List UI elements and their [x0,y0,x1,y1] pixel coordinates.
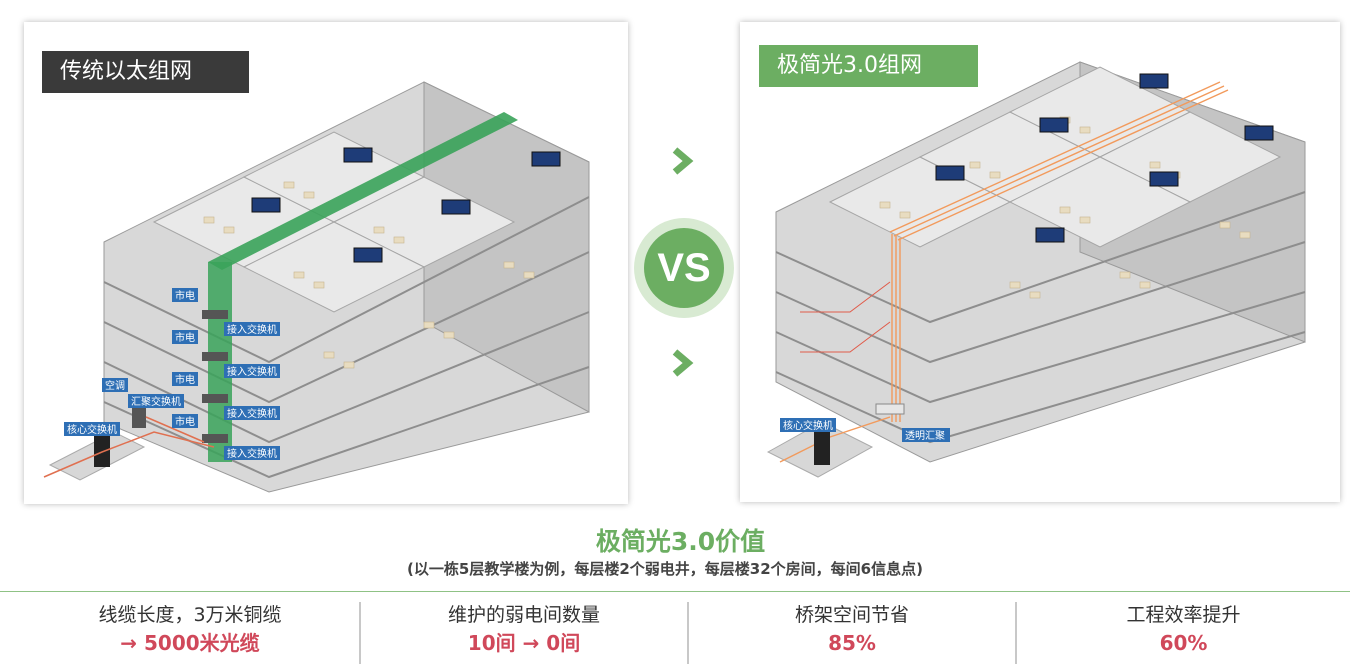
vs-badge: VS [634,218,734,318]
fiber-network-title: 极简光3.0组网 [759,45,978,87]
mains-power-label-4: 市电 [175,415,195,428]
value-title: 极简光3.0价值 [595,527,766,556]
fiber-building-illustration: 核心交换机 透明汇聚 [766,61,1306,478]
metric-separator [359,602,361,664]
access-switch-label-2: 接入交换机 [227,365,277,378]
metric-label: 工程效率提升 [1126,604,1241,626]
value-note: (以一栋5层教学楼为例，每层楼2个弱电井，每层楼32个房间，每间6信息点) [407,560,923,578]
vs-label: VS [644,228,724,308]
aggregation-switch-label: 汇聚交换机 [131,395,181,408]
fiber-network-panel: 核心交换机 透明汇聚 极简光3.0组网 [740,22,1340,502]
divider [0,591,1350,592]
chevron-right-icon [672,349,694,377]
ac-power-label: 空调 [105,379,125,392]
mains-power-label-2: 市电 [175,331,195,344]
metric-value: 10间 → 0间 [467,631,581,655]
metric-value: 60% [1159,631,1208,655]
mains-power-label-1: 市电 [175,289,195,302]
traditional-network-title: 传统以太组网 [42,51,249,93]
metric-engineering-efficiency: 工程效率提升 60% [1016,602,1351,664]
traditional-building-illustration: 市电 接入交换机 市电 接入交换机 市电 接入交换机 市电 接入交换机 空调 汇… [43,81,590,493]
metric-value: 85% [828,631,876,655]
metric-cable-length: 线缆长度，3万米铜缆 → 5000米光缆 [20,602,360,664]
transparent-convergence-label: 透明汇聚 [905,429,945,442]
traditional-network-panel: 市电 接入交换机 市电 接入交换机 市电 接入交换机 市电 接入交换机 空调 汇… [24,22,628,504]
metric-separator [1015,602,1017,664]
core-switch-label-right: 核心交换机 [783,419,833,432]
metric-separator [687,602,689,664]
access-switch-label-4: 接入交换机 [227,447,277,460]
metric-label: 维护的弱电间数量 [447,604,600,626]
access-switch-label-1: 接入交换机 [227,323,277,336]
access-switch-label-3: 接入交换机 [227,407,277,420]
core-switch-label-left: 核心交换机 [67,423,117,436]
mains-power-label-3: 市电 [175,373,195,386]
chevron-right-icon [672,147,694,175]
metric-label: 桥架空间节省 [794,604,909,626]
metric-tray-space-saving: 桥架空间节省 85% [688,602,1016,664]
metric-value: → 5000米光缆 [120,631,260,655]
metric-weak-current-rooms: 维护的弱电间数量 10间 → 0间 [360,602,688,664]
metric-label: 线缆长度，3万米铜缆 [98,604,282,626]
